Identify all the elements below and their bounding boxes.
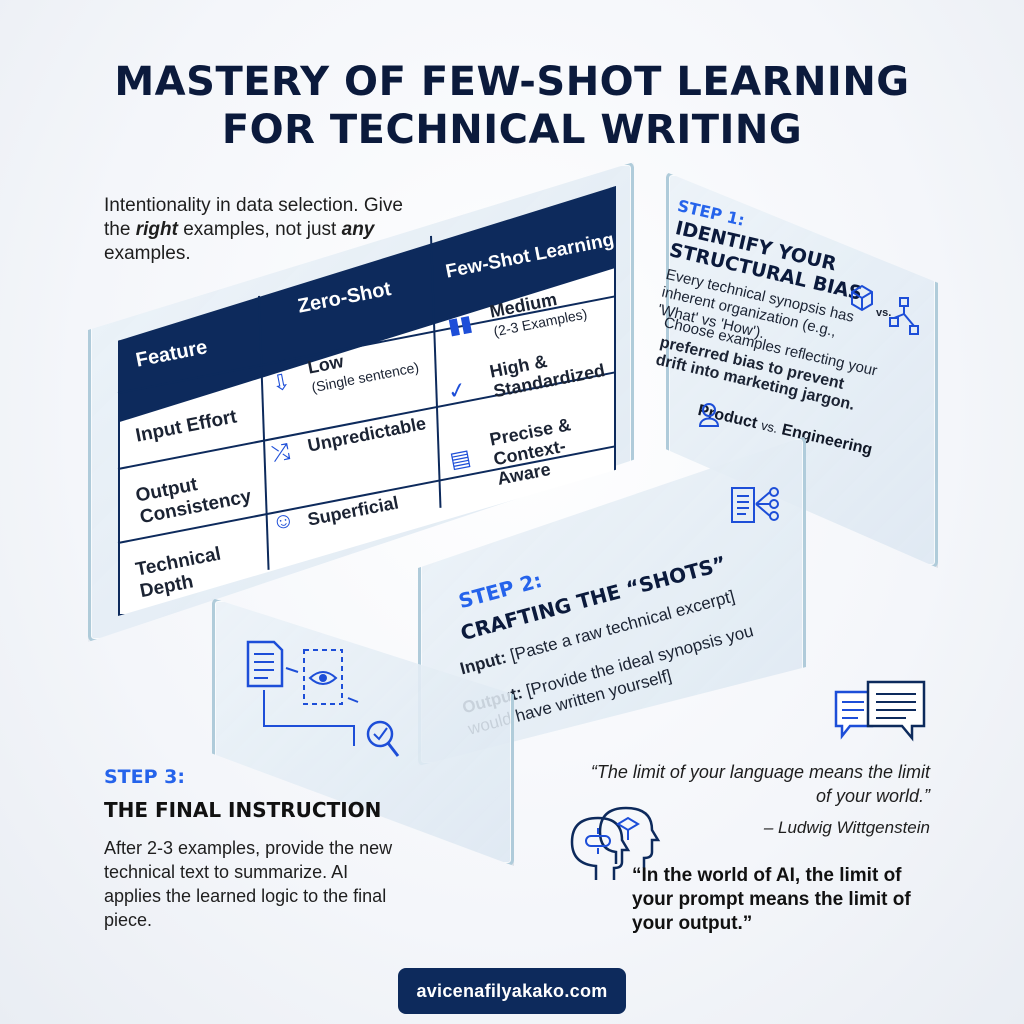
step3-heading: THE FINAL INSTRUCTION <box>104 798 382 822</box>
step3-label: STEP 3: <box>104 766 185 788</box>
intro-text: Intentionality in data selection. Give t… <box>104 194 404 266</box>
compare-vs: vs. <box>759 417 780 436</box>
cube-network-icon: vs. <box>851 284 919 335</box>
quote-ai: “In the world of AI, the limit of your p… <box>632 865 911 934</box>
page-title: MASTERY OF FEW-SHOT LEARNING FOR TECHNIC… <box>0 58 1024 154</box>
quote-wittgenstein: “The limit of your language means the li… <box>590 762 930 806</box>
step3-body: After 2-3 examples, provide the new tech… <box>104 838 393 930</box>
chat-bubbles-icon <box>834 680 926 742</box>
heads-icon <box>570 806 661 880</box>
bar-chart-icon: ▮▮ <box>445 309 475 340</box>
document-eye-search-icon <box>246 640 400 757</box>
intro-any: any <box>341 219 375 240</box>
person-icon: ☺ <box>269 506 297 535</box>
person-outline-icon <box>698 403 720 427</box>
footer-website-link[interactable]: avicenafilyakako.com <box>398 968 626 1014</box>
title-line-2: FOR TECHNICAL WRITING <box>221 107 803 153</box>
document-flow-icon <box>731 487 779 523</box>
step3-section: STEP 3: THE FINAL INSTRUCTION After 2-3 … <box>104 766 404 932</box>
intro-mid: examples, not just <box>177 219 342 240</box>
intro-right: right <box>135 219 178 240</box>
quote-author: – Ludwig Wittgenstein <box>763 818 930 837</box>
intro-post: examples. <box>104 243 191 264</box>
title-line-1: MASTERY OF FEW-SHOT LEARNING <box>114 59 910 105</box>
vs-icon-text: vs. <box>876 307 891 319</box>
intro-pre: Intentionality in data selection. Give t… <box>104 195 403 240</box>
